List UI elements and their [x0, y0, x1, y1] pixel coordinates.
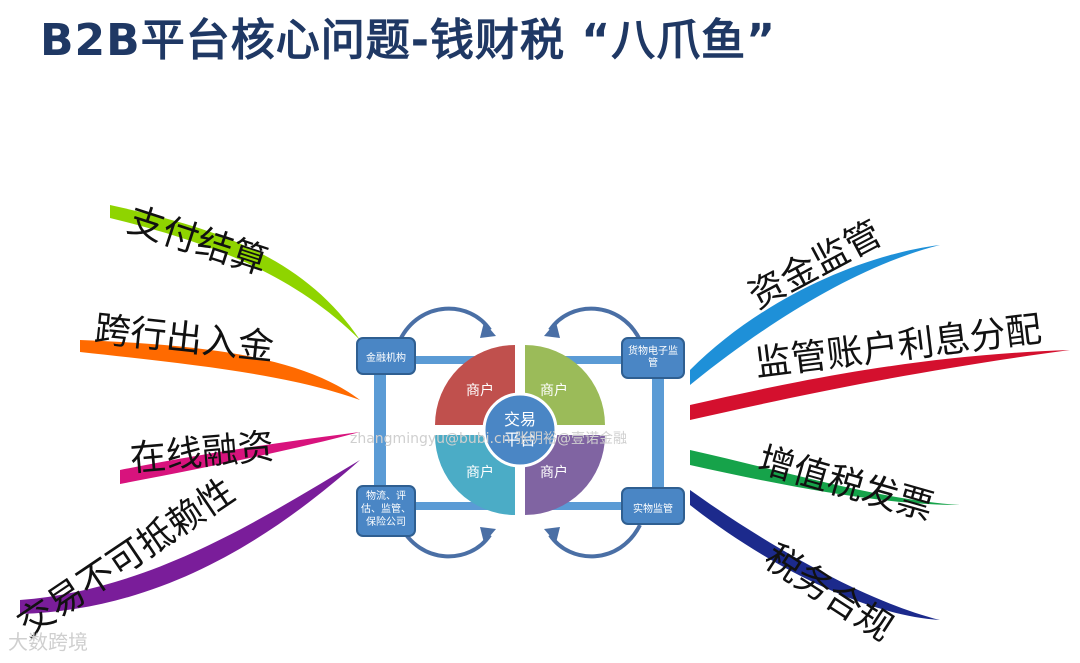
box-top-right [621, 337, 685, 379]
box-label-logistics: 物流、评估、监管、保险公司 [361, 491, 411, 528]
footer-logo: 大数跨境 [8, 630, 88, 654]
arm-left-3 [120, 432, 360, 484]
box-top-left [356, 337, 416, 375]
frame-top-left-bar [410, 356, 510, 364]
arrow-top-left [398, 306, 492, 341]
box-bottom-right [621, 487, 685, 525]
quadrant-label-merchant-1: 商户 [466, 383, 494, 399]
quadrant-label-merchant-2: 商户 [540, 383, 568, 399]
page-title: B2B平台核心问题-钱财税 “八爪鱼” [40, 15, 777, 66]
frame-left-bar [374, 368, 386, 488]
arm-left-4 [20, 460, 360, 614]
center-line-2: 平台 [503, 430, 536, 449]
frame-bottom-left-bar [410, 502, 510, 510]
frame-right-bar [652, 368, 664, 488]
center-platform-label: 交易 平台 [490, 410, 550, 450]
box-label-physical-supervision: 实物监管 [633, 504, 673, 515]
arm-left-2 [80, 340, 360, 400]
frame-top-right-bar [530, 356, 630, 364]
frame-bottom-right-bar [530, 502, 630, 510]
box-label-financial-institution: 金融机构 [366, 353, 406, 364]
center-circle [482, 392, 558, 468]
quadrant-label-merchant-4: 商户 [540, 465, 568, 481]
box-bottom-left [356, 485, 416, 537]
quadrant-label-merchant-3: 商户 [466, 465, 494, 481]
watermark: zhangmingyu@bubi.cn 张明裕@壹诺金融 [350, 431, 628, 447]
arrow-top-right [548, 306, 642, 341]
box-label-goods-e-supervision: 货物电子监管 [628, 346, 678, 369]
arm-left-1 [110, 205, 360, 340]
arrow-bottom-right [548, 524, 642, 559]
center-line-1: 交易 [503, 410, 536, 429]
